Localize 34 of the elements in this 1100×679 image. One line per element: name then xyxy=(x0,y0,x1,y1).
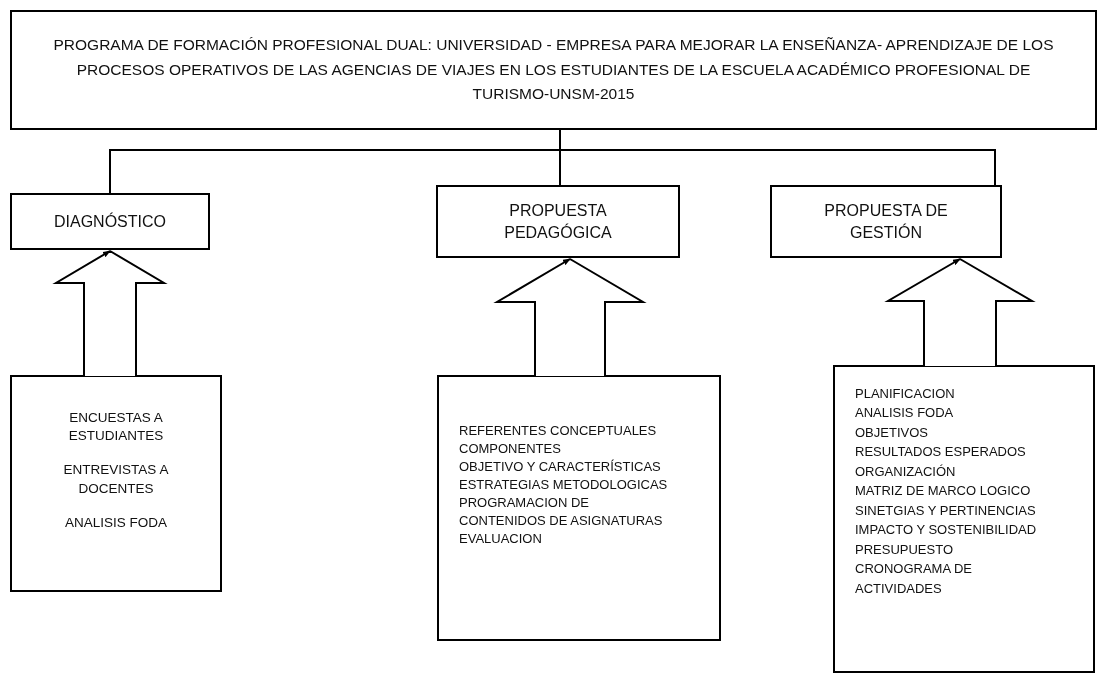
box-text: PROGRAMA DE FORMACIÓN PROFESIONAL DUAL: UNIVERSIDAD - EMPRESA PARA MEJORAR LA ENSEÑANZA- APRENDIZAJE DE LOS PROCESOS OPERATIVOS DE LAS AGENCIAS DE VIAJES EN LOS ESTUDIANTES DE LA ESCUELA ACADÉMICO PROFESIONAL DE TURISMO-UNSM-2015 xyxy=(52,34,1055,105)
box-text: OBJETIVO Y CARACTERÍSTICAS xyxy=(459,458,661,477)
text-box xyxy=(770,185,1002,258)
text-box xyxy=(833,365,1095,673)
block-arrow xyxy=(884,258,1036,367)
box-text: ANALISIS FODA xyxy=(65,513,167,532)
box-text: PRESUPUESTO xyxy=(855,540,953,559)
text-box xyxy=(10,10,1097,130)
box-text: PROPUESTA PEDAGÓGICA xyxy=(503,200,613,243)
text-box xyxy=(10,375,222,592)
box-text: CRONOGRAMA DE ACTIVIDADES xyxy=(855,560,973,598)
box-text: PROGRAMACION DE CONTENIDOS DE ASIGNATURAS xyxy=(459,493,664,530)
box-text: PROPUESTA DE GESTIÓN xyxy=(823,200,949,243)
box-text: IMPACTO Y SOSTENIBILIDAD xyxy=(855,521,1037,540)
box-text: REFERENTES CONCEPTUALES xyxy=(459,422,657,441)
box-text: EVALUACION xyxy=(459,529,542,548)
box-text: ORGANIZACIÓN xyxy=(855,462,956,481)
text-box xyxy=(437,375,721,641)
box-text: ANALISIS FODA xyxy=(855,404,954,423)
box-text: ESTRATEGIAS METODOLOGICAS xyxy=(459,476,668,494)
text-box xyxy=(436,185,680,258)
connector-line xyxy=(559,129,996,186)
box-text: COMPONENTES xyxy=(459,440,561,459)
box-text: ENCUESTAS A ESTUDIANTES xyxy=(67,408,165,446)
box-text: RESULTADOS ESPERADOS xyxy=(855,443,1026,462)
box-text: ENTREVISTAS A DOCENTES xyxy=(62,461,170,498)
box-text: DIAGNÓSTICO xyxy=(54,211,166,232)
box-text: OBJETIVOS xyxy=(855,423,928,442)
box-text: MATRIZ DE MARCO LOGICO xyxy=(855,482,1031,501)
text-box xyxy=(10,193,210,250)
box-text: SINETGIAS Y PERTINENCIAS xyxy=(855,501,1036,520)
block-arrow xyxy=(493,258,647,377)
block-arrow xyxy=(52,250,168,377)
box-text: PLANIFICACION xyxy=(855,384,955,403)
